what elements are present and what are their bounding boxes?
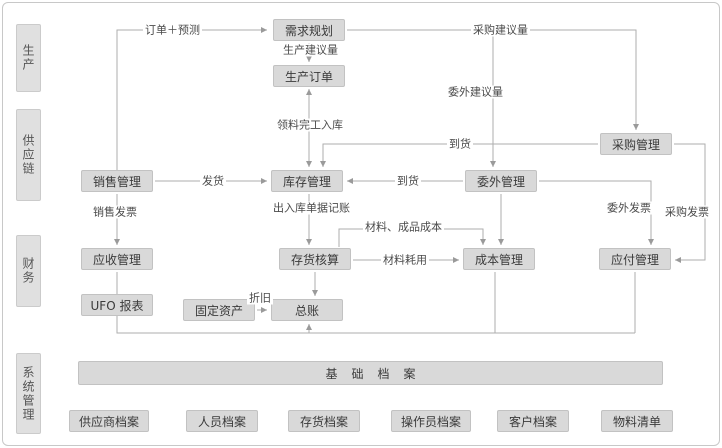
node-inventory-mgmt: 库存管理 — [271, 170, 343, 192]
node-purchase-mgmt: 采购管理 — [600, 133, 672, 155]
node-ufo-report: UFO 报表 — [81, 294, 153, 316]
edge-order-forecast — [116, 27, 267, 170]
node-basic-archives: 基础档案 — [78, 361, 663, 385]
node-sales-mgmt: 销售管理 — [81, 170, 153, 192]
node-payable-mgmt: 应付管理 — [599, 248, 671, 270]
edge-label-material-consumption: 材料耗用 — [381, 253, 429, 267]
edge-label-arrival-mid: 到货 — [395, 174, 421, 188]
node-customer-archives: 客户档案 — [497, 410, 569, 432]
lane-finance: 财务 — [16, 235, 41, 307]
edge-label-purchase-suggestion: 采购建议量 — [471, 23, 530, 37]
node-personnel-archives: 人员档案 — [186, 410, 258, 432]
node-inventory-archives: 存货档案 — [288, 410, 360, 432]
edge-label-picking-completion: 领料完工入库 — [275, 118, 345, 132]
node-bom: 物料清单 — [601, 410, 673, 432]
edge-purchase-suggestion — [347, 29, 639, 130]
edge-label-material-product-cost: 材料、成品成本 — [363, 220, 444, 234]
node-supplier-archives: 供应商档案 — [69, 410, 149, 432]
edge-label-purchase-invoice: 采购发票 — [663, 205, 711, 219]
lane-supply-chain: 供应链 — [16, 109, 41, 201]
node-general-ledger: 总账 — [271, 299, 343, 321]
node-operator-archives: 操作员档案 — [391, 410, 471, 432]
node-outsourcing-mgmt: 委外管理 — [465, 170, 537, 192]
edge-label-shipping: 发货 — [200, 174, 226, 188]
node-demand-planning: 需求规划 — [273, 19, 345, 41]
edge-label-depreciation: 折旧 — [247, 291, 273, 305]
edge-label-sales-invoice: 销售发票 — [91, 205, 139, 219]
edge-label-production-suggestion: 生产建议量 — [281, 43, 340, 57]
lane-system-mgmt: 系统管理 — [16, 353, 41, 434]
edge-purchase-invoice — [674, 143, 706, 263]
edge-label-arrival-upper: 到货 — [447, 137, 473, 151]
node-inventory-accounting: 存货核算 — [279, 248, 351, 270]
node-fixed-assets: 固定资产 — [183, 299, 255, 321]
lane-production: 生产 — [16, 24, 41, 92]
edge-label-outsourcing-invoice: 委外发票 — [605, 201, 653, 215]
edge-label-outsourcing-suggestion: 委外建议量 — [446, 85, 505, 99]
node-receivable-mgmt: 应收管理 — [81, 248, 153, 270]
node-cost-mgmt: 成本管理 — [463, 248, 535, 270]
node-production-order: 生产订单 — [273, 65, 345, 87]
edge-label-order-forecast: 订单＋预测 — [143, 23, 202, 37]
edge-label-inout-posting: 出入库单据记账 — [271, 201, 352, 215]
